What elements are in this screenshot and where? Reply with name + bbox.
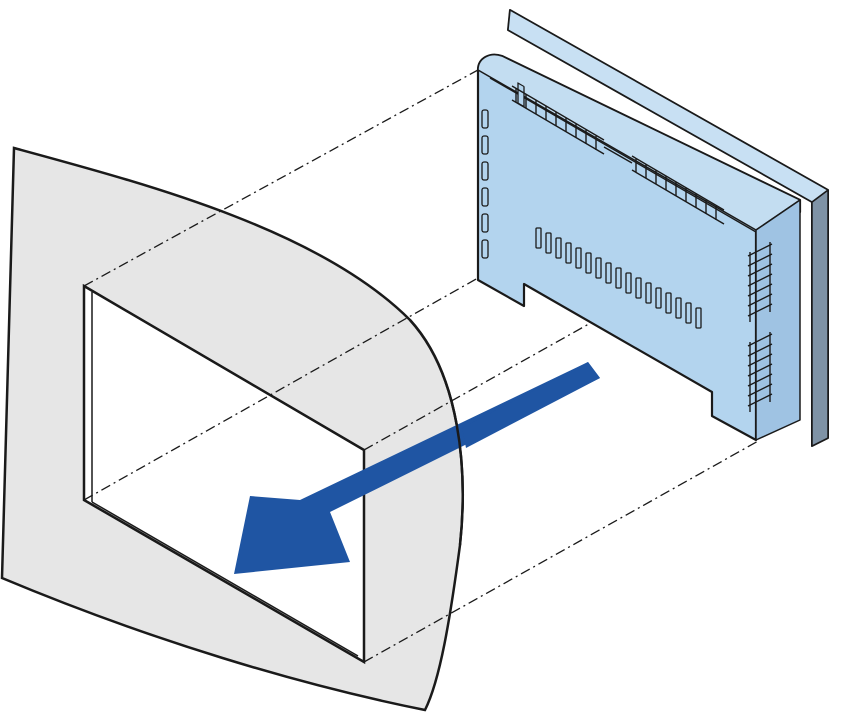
device-housing-top <box>477 54 801 231</box>
alignment-guides <box>83 69 761 663</box>
insertion-arrow-tail <box>462 362 600 448</box>
device-bezel-top <box>507 9 829 203</box>
device-step <box>523 283 713 416</box>
device-housing <box>476 53 802 442</box>
right-side-connectors <box>747 242 773 412</box>
device-housing-side <box>755 199 801 441</box>
rear-vents <box>535 227 702 329</box>
mounting-panel <box>0 146 464 712</box>
left-side-vents <box>481 109 489 259</box>
device-bezel-side <box>811 189 829 447</box>
top-connectors <box>511 85 725 225</box>
hmi-device <box>476 9 829 447</box>
panel-edge-overlay <box>409 319 464 546</box>
top-connector-left <box>517 82 525 108</box>
